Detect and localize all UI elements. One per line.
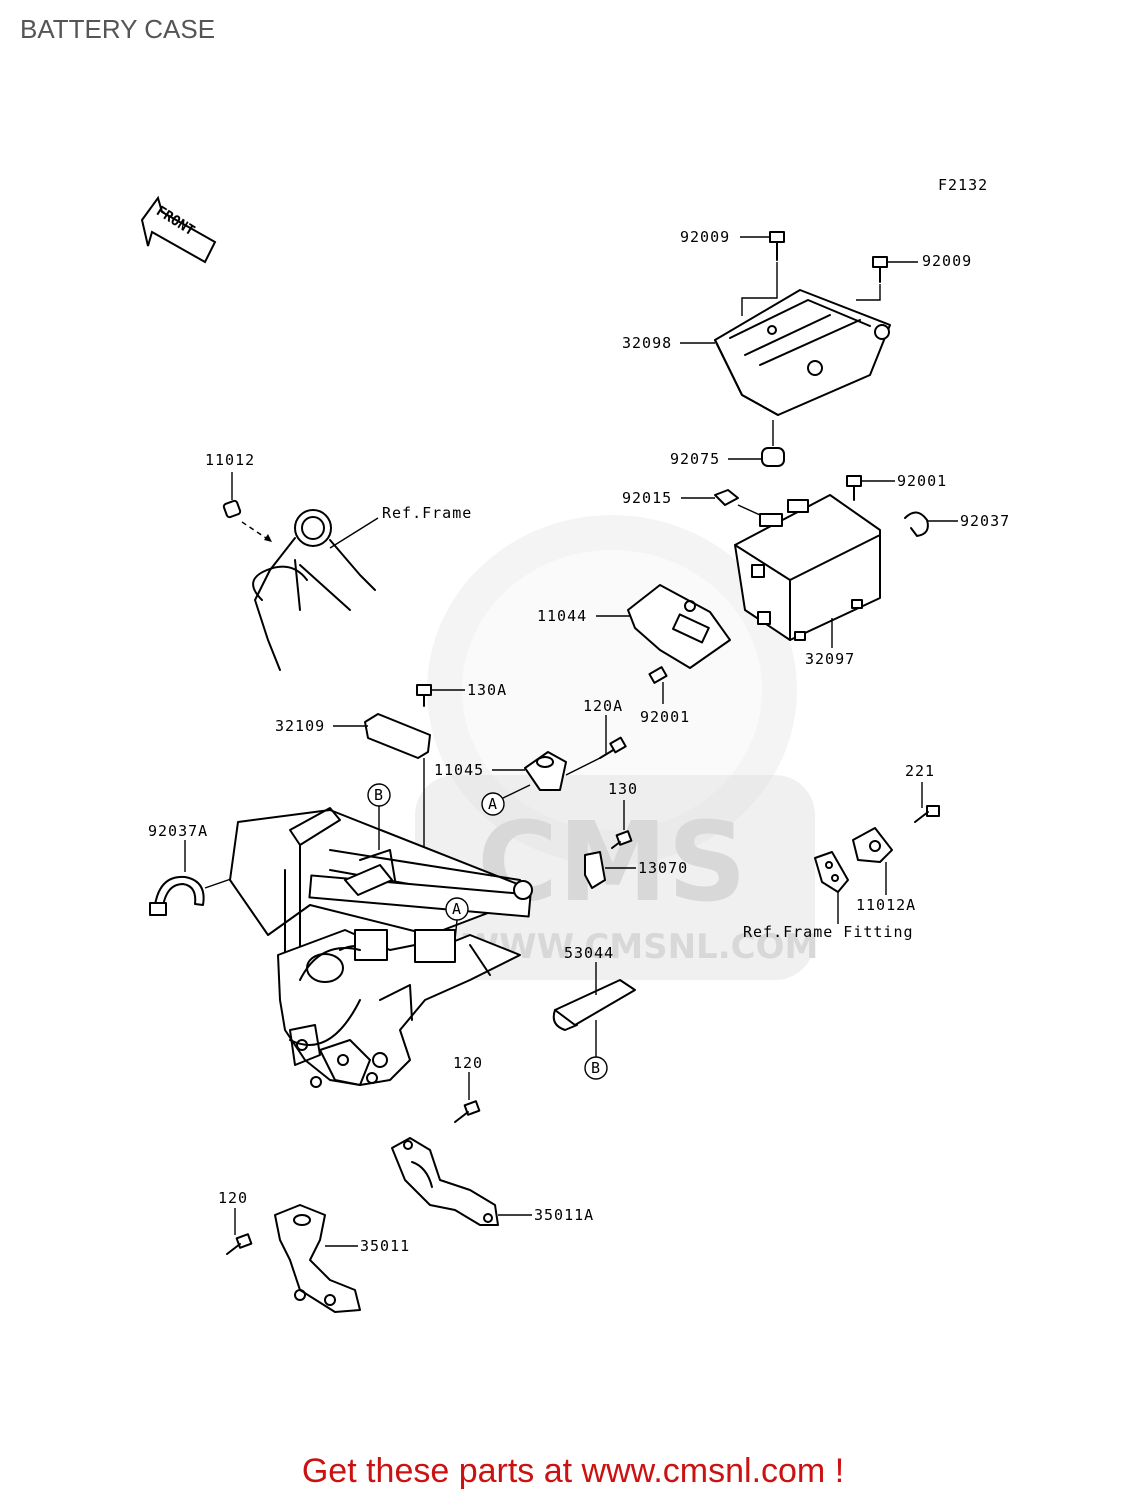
label-120A: 120A — [583, 697, 623, 715]
bolt-92001-top — [846, 475, 862, 501]
svg-text:B: B — [591, 1059, 601, 1077]
label-130: 130 — [608, 780, 638, 798]
label-11045: 11045 — [434, 761, 484, 779]
fitting-11012A — [814, 827, 893, 893]
label-120-mid: 120 — [453, 1054, 483, 1072]
label-11044: 11044 — [537, 607, 587, 625]
svg-text:B: B — [374, 786, 384, 804]
label-13070: 13070 — [638, 859, 688, 877]
clamp-92037 — [904, 511, 929, 537]
label-92001-top: 92001 — [897, 472, 947, 490]
front-arrow-icon: FRONT — [140, 195, 217, 264]
label-92015: 92015 — [622, 489, 672, 507]
battery-cover-32098 — [714, 289, 891, 416]
label-32097: 32097 — [805, 650, 855, 668]
bracket-35011 — [274, 1204, 361, 1313]
bolt-120-mid — [454, 1100, 481, 1123]
svg-text:A: A — [452, 900, 462, 918]
label-130A: 130A — [467, 681, 507, 699]
callout-b-upper: B — [367, 783, 391, 850]
label-32098: 32098 — [622, 334, 672, 352]
label-92009-right: 92009 — [922, 252, 972, 270]
cover-32109 — [364, 713, 431, 759]
clamp-92037A — [149, 875, 205, 916]
label-92075: 92075 — [670, 450, 720, 468]
label-35011A: 35011A — [534, 1206, 594, 1224]
bolt-120-low — [226, 1233, 253, 1255]
bolt-221 — [914, 805, 940, 823]
label-11012A: 11012A — [856, 896, 916, 914]
pipe-11012 — [222, 472, 273, 543]
label-120-low: 120 — [218, 1189, 248, 1207]
bolt-120A — [599, 736, 627, 759]
bracket-35011A — [391, 1137, 499, 1226]
label-32109: 32109 — [275, 717, 325, 735]
label-ref-frame-fitting: Ref.Frame Fitting — [743, 923, 914, 941]
battery-case-32097 — [734, 494, 881, 641]
clip-92015 — [714, 489, 739, 506]
bracket-11044 — [627, 584, 731, 669]
parts-diagram: CMS WWW.CMSNL.COM F2132 FRONT 92009 9200… — [140, 176, 1010, 1313]
label-35011: 35011 — [360, 1237, 410, 1255]
bolt-92001-mid — [648, 666, 668, 704]
frame-head-ref — [252, 509, 376, 671]
svg-text:A: A — [488, 795, 498, 813]
bolt-130 — [611, 830, 633, 849]
bracket-13070 — [584, 851, 606, 889]
callout-b-lower: B — [584, 1020, 608, 1080]
label-92009-top: 92009 — [680, 228, 730, 246]
footer-link[interactable]: Get these parts at www.cmsnl.com ! — [301, 1452, 845, 1490]
callout-a-upper: A — [481, 784, 531, 816]
label-92037A: 92037A — [148, 822, 208, 840]
rubber-92075 — [761, 420, 785, 467]
label-11012: 11012 — [205, 451, 255, 469]
page-title: BATTERY CASE — [20, 14, 216, 44]
label-ref-frame-1: Ref.Frame — [382, 504, 472, 522]
bolt-92009-top — [769, 231, 785, 261]
label-92001-mid: 92001 — [640, 708, 690, 726]
callout-a-lower: A — [445, 897, 469, 941]
label-92037: 92037 — [960, 512, 1010, 530]
watermark-url: WWW.CMSNL.COM — [462, 927, 819, 967]
figure-code: F2132 — [938, 176, 988, 194]
bracket-11045 — [524, 751, 567, 791]
cover-53044 — [552, 979, 636, 1031]
bolt-92009-right — [872, 256, 888, 283]
label-53044: 53044 — [564, 944, 614, 962]
label-221: 221 — [905, 762, 935, 780]
